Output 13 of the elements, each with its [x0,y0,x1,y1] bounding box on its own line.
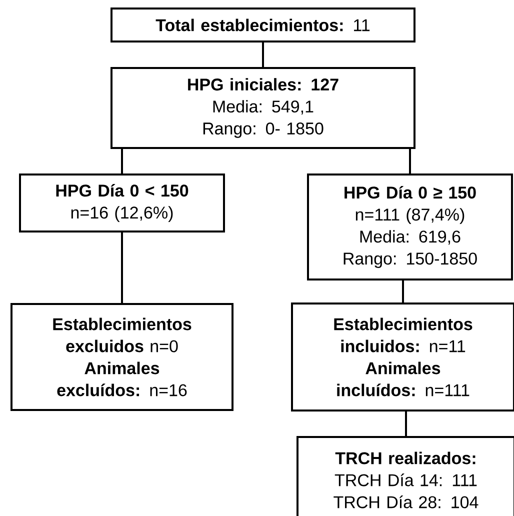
process-box: Total establecimientos: 11 [110,8,416,42]
connector-line [402,280,404,302]
process-box: HPG iniciales: 127 Media: 549,1 Rango: 0- 1850 [110,67,416,149]
connector-line [262,42,264,67]
connector-line [121,232,123,303]
process-box: Establecimientos incluidos: n=11 Animales incluídos: n=111 [291,302,514,412]
connector-line [409,149,411,174]
process-box: HPG Día 0 < 150 n=16 (12,6%) [19,174,225,232]
process-box: TRCH realizados: TRCH Día 14: 111 TRCH Día 28: 104 [296,436,514,516]
process-box: Establecimientos excluidos n=0 Animales excluídos: n=16 [10,303,234,411]
connector-line [121,149,123,174]
connector-line [405,412,407,436]
process-box: HPG Día 0 ≥ 150 n=111 (87,4%) Media: 619,6 Rango: 150-1850 [307,174,513,280]
